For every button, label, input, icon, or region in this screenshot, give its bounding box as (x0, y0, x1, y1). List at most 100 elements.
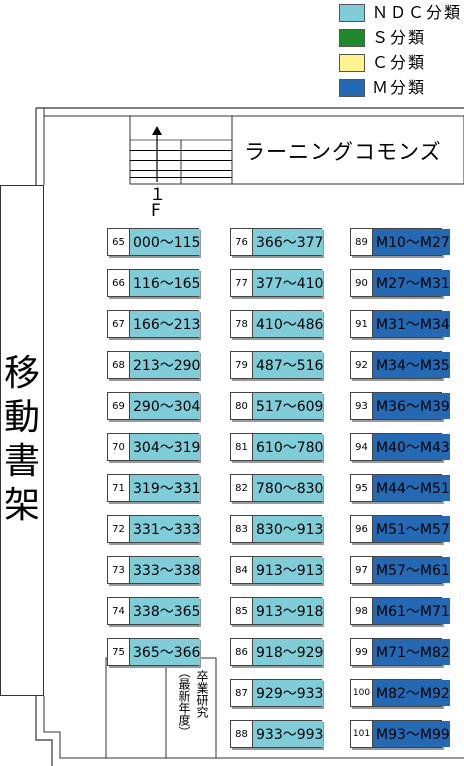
shelf-number: 74 (108, 598, 130, 624)
shelf-number: 69 (108, 393, 130, 419)
shelf-number: 91 (351, 311, 373, 337)
shelf-range: M34～M35 (373, 352, 450, 378)
shelf-number: 68 (108, 352, 130, 378)
shelf-number: 94 (351, 434, 373, 460)
shelf-range: 213～290 (130, 352, 201, 378)
shelf-number: 84 (231, 557, 253, 583)
shelf-range: M27～M31 (373, 270, 450, 296)
shelf-number: 88 (231, 721, 253, 747)
stairs-arrow-icon (152, 126, 162, 182)
shelf-range: 487～516 (253, 352, 324, 378)
shelf-range: 319～331 (130, 475, 201, 501)
shelf-number: 73 (108, 557, 130, 583)
shelf-number: 80 (231, 393, 253, 419)
legend-swatch-c (339, 54, 365, 72)
shelf-number: 99 (351, 639, 373, 665)
shelf-range: 610～780 (253, 434, 324, 460)
shelf-number: 90 (351, 270, 373, 296)
shelf-range: 377～410 (253, 270, 324, 296)
shelf-number: 93 (351, 393, 373, 419)
thesis-label: 卒業研究 (195, 670, 209, 718)
shelf-number: 72 (108, 516, 130, 542)
shelf-range: M51～M57 (373, 516, 450, 542)
shelf-range: M61～M71 (373, 598, 450, 624)
shelf-range: 780～830 (253, 475, 324, 501)
shelf-number: 100 (351, 680, 373, 706)
legend-label-s: Ｓ分類 (372, 28, 427, 47)
legend-swatch-m (339, 79, 365, 97)
shelf-number: 86 (231, 639, 253, 665)
shelf-range: 290～304 (130, 393, 201, 419)
shelf-number: 66 (108, 270, 130, 296)
legend-label-ndc: ＮＤＣ分類 (372, 3, 463, 22)
thesis-sub-label: （最新年度） (177, 666, 191, 738)
legend-swatch-s (339, 29, 365, 47)
shelf-range: M44～M51 (373, 475, 450, 501)
shelf-range: 365～366 (130, 639, 201, 665)
shelf-range: 116～165 (130, 270, 201, 296)
shelf-range: 929～933 (253, 680, 324, 706)
shelf-number: 101 (351, 721, 373, 747)
shelf-number: 83 (231, 516, 253, 542)
shelf-range: M31～M34 (373, 311, 450, 337)
shelf-number: 95 (351, 475, 373, 501)
shelf-number: 79 (231, 352, 253, 378)
shelf-range: 333～338 (130, 557, 201, 583)
shelf-number: 85 (231, 598, 253, 624)
shelf-range: 000～115 (130, 229, 201, 255)
shelf-range: M82～M92 (373, 680, 450, 706)
shelf-number: 75 (108, 639, 130, 665)
shelf-number: 70 (108, 434, 130, 460)
shelf-range: 410～486 (253, 311, 324, 337)
shelf-range: 338～365 (130, 598, 201, 624)
shelf-number: 65 (108, 229, 130, 255)
floor-number: １ (149, 185, 166, 205)
mobile-shelf-area (0, 185, 44, 696)
shelf-number: 81 (231, 434, 253, 460)
shelf-range: 933～993 (253, 721, 324, 747)
shelf-range: 830～913 (253, 516, 324, 542)
shelf-range: 913～913 (253, 557, 324, 583)
shelf-range: 366～377 (253, 229, 324, 255)
mobile-shelf-label: 移 動 書 架 (3, 353, 40, 526)
shelf-range: M40～M43 (373, 434, 450, 460)
